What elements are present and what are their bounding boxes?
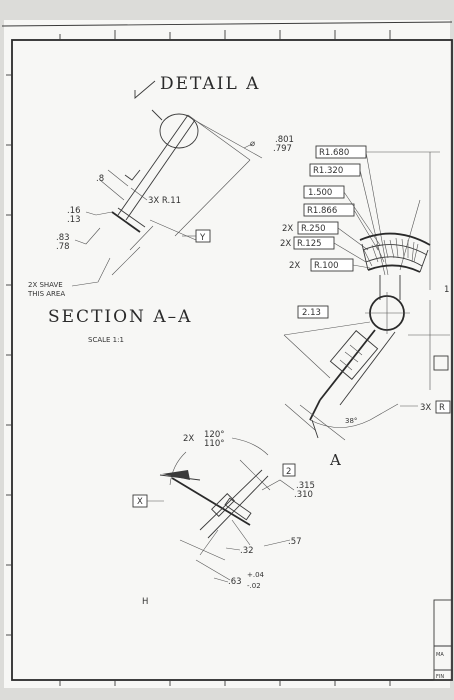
dim-213-box xyxy=(297,305,329,319)
box-2 xyxy=(282,463,296,477)
lower-part-body xyxy=(159,459,271,581)
dim-57-leader xyxy=(263,539,291,547)
shave-note-line1: 2X SHAVE xyxy=(28,281,63,289)
detail-circle xyxy=(159,113,199,149)
r250-value: R.250 xyxy=(301,224,326,234)
angle-prefix: 2X xyxy=(183,434,194,444)
title-block: MA FIN xyxy=(433,599,453,681)
box-2-label: 2 xyxy=(286,467,291,477)
radius-box-1866: R1.866 xyxy=(307,206,337,216)
section-scale: SCALE 1:1 xyxy=(88,336,124,344)
paper xyxy=(4,20,450,688)
angle-38-leader xyxy=(369,403,399,421)
angle-lower: 110° xyxy=(204,439,224,449)
radius-note-leader xyxy=(130,187,148,201)
dim-63-tol-minus: -.02 xyxy=(247,582,261,590)
dim-315: .315 xyxy=(296,481,315,491)
dim-63-tol-plus: +.04 xyxy=(247,571,265,579)
r100-prefix: 2X xyxy=(289,261,300,271)
r125-prefix: 2X xyxy=(280,239,291,249)
tol-78: .78 xyxy=(56,242,70,252)
border-zone-ticks xyxy=(6,30,391,686)
title-block-fin: FIN xyxy=(436,674,444,680)
dim-315-leader xyxy=(261,479,295,491)
dim-63-leader xyxy=(213,577,229,583)
ring-section xyxy=(359,232,431,300)
tol-83-leader xyxy=(74,227,101,245)
datum-y-label: Y xyxy=(199,233,206,243)
shave-note-line2: THIS AREA xyxy=(27,290,65,298)
detail-extension-lines xyxy=(111,114,263,276)
tol-83: .83 xyxy=(56,233,70,243)
tol-16-leader xyxy=(85,211,113,216)
dim-32: .32 xyxy=(240,546,254,556)
dim-63: .63 xyxy=(228,577,242,587)
angle-38: 38° xyxy=(345,417,357,425)
dia-symbol: ⌀ xyxy=(250,139,255,149)
dim-213: 2.13 xyxy=(302,308,321,318)
tol-13: .13 xyxy=(67,215,81,225)
dim-213-line-1 xyxy=(283,321,371,336)
side-note-value: R xyxy=(439,403,445,413)
angle-arc xyxy=(169,451,187,486)
r100-value: R.100 xyxy=(314,261,339,271)
r250-prefix: 2X xyxy=(282,224,293,234)
dia-leader xyxy=(243,143,253,149)
detail-part-body xyxy=(99,114,196,233)
edge-box xyxy=(433,355,449,371)
radius-box-1320: R1.320 xyxy=(313,166,343,176)
detail-a-leader xyxy=(134,80,156,99)
shave-note-leader xyxy=(71,257,111,287)
datum-x-label: X xyxy=(137,497,143,507)
section-aa-title: SECTION A–A xyxy=(48,307,192,327)
top-edge xyxy=(1,21,453,27)
dim-8: .8 xyxy=(96,174,104,184)
detail-circle-leader xyxy=(151,109,163,121)
cut-arrow xyxy=(311,419,319,439)
title-block-ma: MA xyxy=(436,652,444,658)
angle-upper: 120° xyxy=(204,430,224,440)
r125-value: R.125 xyxy=(297,239,322,249)
dia-upper: .801 xyxy=(275,135,294,145)
edge-digit: 1 xyxy=(444,285,449,295)
side-note-prefix: 3X xyxy=(420,403,431,413)
detail-a-title: DETAIL A xyxy=(160,74,260,94)
angle-leader xyxy=(231,437,269,456)
dim-32-leader xyxy=(225,547,241,551)
radius-box-1500: 1.500 xyxy=(308,188,332,198)
tol-16: .16 xyxy=(67,206,81,216)
angle-38-arc xyxy=(309,419,371,428)
dim-57: .57 xyxy=(288,537,302,547)
radius-note: 3X R.11 xyxy=(148,196,181,206)
dia-lower: .797 xyxy=(273,144,292,154)
dim-310: .310 xyxy=(294,490,313,500)
section-cut-label-a: A xyxy=(329,451,343,469)
radius-box-1680: R1.680 xyxy=(319,148,349,158)
side-note-box xyxy=(435,400,451,414)
arm-body xyxy=(284,329,396,441)
sheet-border xyxy=(11,39,453,681)
dim-213-line-2 xyxy=(283,334,331,379)
mark-h: H xyxy=(142,597,148,607)
